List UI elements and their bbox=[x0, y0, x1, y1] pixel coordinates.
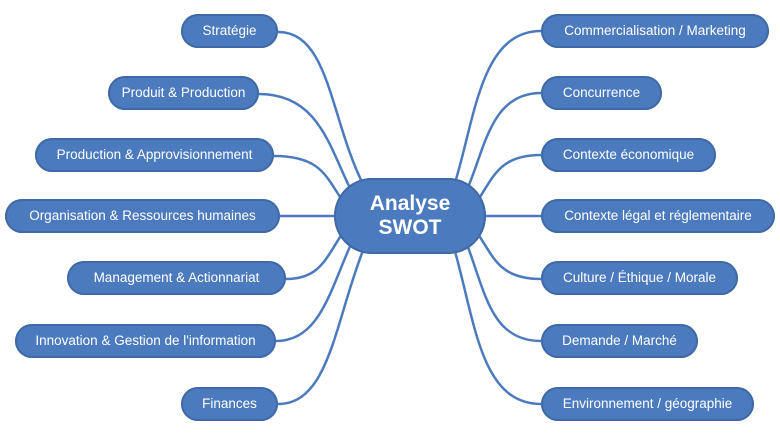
connector-right-0 bbox=[452, 29, 542, 187]
connector-left-5 bbox=[275, 241, 354, 343]
connector-left-1 bbox=[258, 92, 354, 193]
node-finances: Finances bbox=[181, 387, 278, 421]
node-label: Production & Approvisionnement bbox=[56, 147, 253, 162]
node-label: Stratégie bbox=[202, 23, 257, 38]
connector-left-0 bbox=[277, 30, 366, 187]
node-label: Concurrence bbox=[562, 85, 641, 100]
node-label: Organisation & Ressources humaines bbox=[29, 208, 256, 223]
connector-left-2 bbox=[273, 154, 344, 201]
node-contexte-legal-reglementaire: Contexte légal et réglementaire bbox=[541, 199, 775, 233]
node-contexte-economique: Contexte économique bbox=[541, 138, 716, 172]
node-production-approvisionnement: Production & Approvisionnement bbox=[35, 138, 274, 172]
node-label: Produit & Production bbox=[121, 85, 246, 100]
connector-right-5 bbox=[464, 241, 542, 343]
node-label: Finances bbox=[202, 396, 257, 411]
connector-left-4 bbox=[285, 233, 344, 281]
node-environnement-geographie: Environnement / géographie bbox=[541, 387, 754, 421]
node-label: Environnement / géographie bbox=[562, 396, 733, 411]
node-label: Management & Actionnariat bbox=[93, 270, 260, 285]
node-management-actionnariat: Management & Actionnariat bbox=[67, 261, 286, 295]
node-concurrence: Concurrence bbox=[541, 76, 662, 110]
connector-right-4 bbox=[476, 233, 542, 281]
node-strategie: Stratégie bbox=[181, 14, 278, 48]
node-produit-production: Produit & Production bbox=[108, 76, 259, 110]
node-commercialisation-marketing: Commercialisation / Marketing bbox=[541, 14, 769, 48]
node-culture-ethique-morale: Culture / Éthique / Morale bbox=[541, 261, 738, 295]
node-label: Culture / Éthique / Morale bbox=[562, 270, 717, 285]
connector-right-6 bbox=[452, 247, 542, 406]
center-title-line1: Analyse bbox=[369, 192, 451, 215]
connector-right-2 bbox=[476, 153, 542, 201]
node-label: Contexte économique bbox=[562, 147, 695, 162]
node-label: Innovation & Gestion de l'information bbox=[35, 333, 256, 348]
node-label: Demande / Marché bbox=[562, 333, 677, 348]
center-node-swot: Analyse SWOT bbox=[334, 178, 486, 254]
node-label: Commercialisation / Marketing bbox=[564, 23, 746, 38]
node-organisation-ressources-humaines: Organisation & Ressources humaines bbox=[5, 199, 280, 233]
connector-left-6 bbox=[277, 247, 366, 406]
node-demande-marche: Demande / Marché bbox=[541, 324, 698, 358]
center-title-line2: SWOT bbox=[378, 216, 442, 239]
node-innovation-gestion-information: Innovation & Gestion de l'information bbox=[15, 324, 276, 358]
connector-right-1 bbox=[464, 91, 542, 193]
node-label: Contexte légal et réglementaire bbox=[564, 208, 752, 223]
